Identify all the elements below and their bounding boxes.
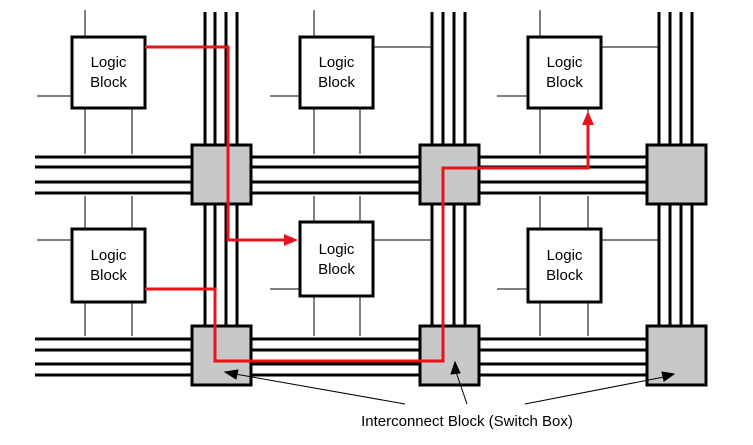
switch-box-r2-c1: [190, 324, 253, 387]
logic-blocks: Logic Block Logic Block Logic Block Logi…: [70, 35, 603, 304]
switch-boxes: [190, 143, 708, 387]
svg-text:Block: Block: [90, 74, 127, 91]
horizontal-channel-2: [35, 337, 706, 377]
logic-block-r2-c1: Logic Block: [70, 227, 147, 304]
route-arrowhead-2: [582, 111, 594, 125]
switch-box-r1-c1: [190, 143, 253, 206]
horizontal-channels: [35, 155, 706, 377]
horizontal-channel-1: [35, 155, 706, 195]
logic-block-r1-c3: Logic Block: [526, 35, 603, 110]
switch-box-r1-c2: [418, 143, 481, 206]
svg-text:Logic: Logic: [319, 54, 355, 71]
svg-text:Logic: Logic: [547, 54, 583, 71]
logic-block-r1-c2: Logic Block: [298, 35, 375, 110]
svg-text:Block: Block: [546, 267, 583, 284]
route-path-2: [145, 124, 590, 363]
svg-text:Block: Block: [90, 267, 127, 284]
route-path-1: [145, 45, 286, 242]
routed-paths: [145, 45, 594, 363]
switch-box-r1-c3: [645, 143, 708, 206]
svg-text:Block: Block: [318, 74, 355, 91]
caption-label: Interconnect Block (Switch Box): [361, 413, 573, 430]
svg-text:Block: Block: [318, 261, 355, 278]
caption-pointers: [223, 360, 676, 405]
logic-block-r2-c3: Logic Block: [526, 227, 603, 304]
route-arrowhead-1: [284, 234, 298, 246]
svg-text:Block: Block: [546, 74, 583, 91]
svg-text:Logic: Logic: [91, 54, 127, 71]
logic-block-r2-c2: Logic Block: [298, 220, 375, 298]
svg-text:Logic: Logic: [547, 247, 583, 264]
svg-text:Logic: Logic: [91, 247, 127, 264]
switch-box-r2-c3: [645, 324, 708, 387]
svg-text:Logic: Logic: [319, 241, 355, 258]
logic-block-r1-c1: Logic Block: [70, 35, 147, 110]
switch-box-r2-c2: [418, 324, 481, 387]
